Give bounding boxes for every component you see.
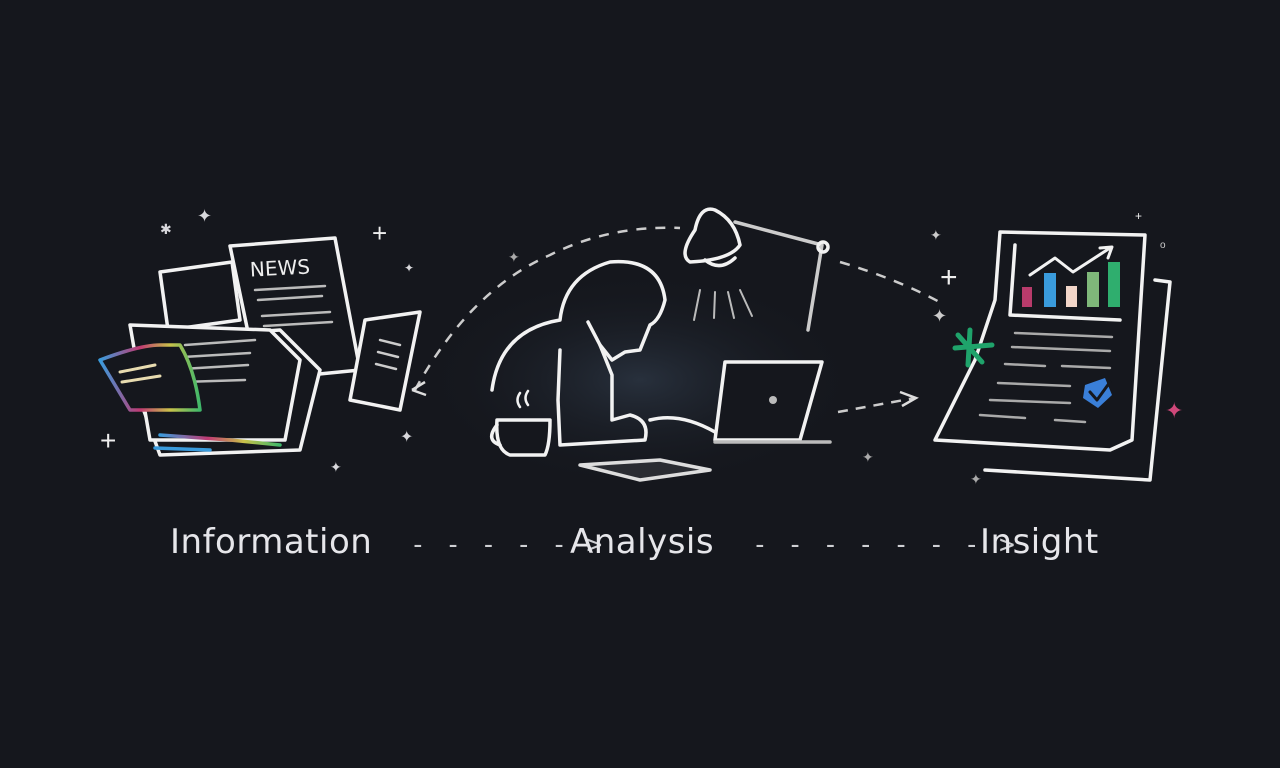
svg-text:✦: ✦ — [197, 206, 212, 226]
report-chart-icon — [933, 230, 1172, 482]
svg-text:✦: ✦ — [862, 449, 874, 465]
flow-arrow-1: - - - - - > — [410, 530, 605, 560]
svg-text:+: + — [100, 425, 116, 456]
svg-text:✦: ✦ — [932, 306, 947, 326]
sparkle-icons-right: ✦ + ✦ + o ✦ ✦ — [930, 209, 1183, 487]
svg-text:✦: ✦ — [1165, 398, 1183, 423]
svg-text:✱: ✱ — [160, 221, 172, 237]
svg-text:✦: ✦ — [508, 249, 520, 265]
newspaper-stack-icon: NEWS — [98, 236, 422, 457]
svg-text:✦: ✦ — [970, 471, 982, 487]
stage-label-information: Information — [170, 522, 373, 562]
svg-text:+: + — [372, 218, 387, 248]
svg-text:+: + — [1135, 209, 1142, 223]
svg-text:+: + — [940, 261, 958, 294]
news-heading: NEWS — [249, 254, 310, 281]
flow-arrow-2: - - - - - - - > — [752, 530, 1017, 560]
stage-label-analysis: Analysis — [570, 522, 715, 562]
person-at-laptop-icon — [490, 207, 832, 482]
sparkle-icons: ✦ + ✦ + ✦ ✦ ✱ — [100, 206, 414, 475]
svg-text:✦: ✦ — [404, 261, 414, 275]
svg-text:o: o — [1160, 240, 1166, 251]
svg-text:✦: ✦ — [330, 459, 342, 475]
stage-label-insight: Insight — [980, 522, 1099, 562]
svg-text:✦: ✦ — [930, 227, 942, 243]
svg-text:✦: ✦ — [400, 429, 413, 446]
